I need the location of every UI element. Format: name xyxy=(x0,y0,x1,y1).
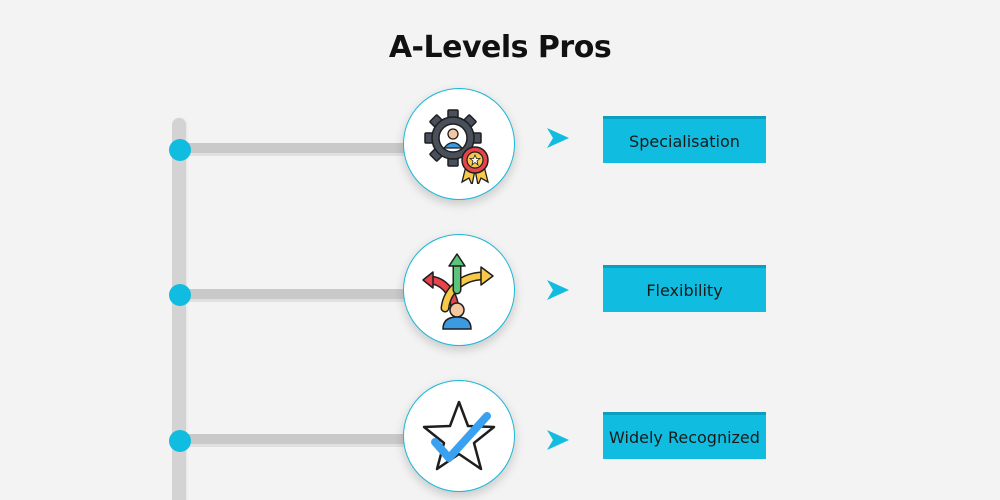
connector-arm-2 xyxy=(180,289,412,302)
star-checkmark-icon xyxy=(422,400,496,471)
icon-circle-3 xyxy=(403,380,515,492)
timeline-spine xyxy=(172,118,186,500)
item-label-3: Widely Recognized xyxy=(603,412,766,459)
connector-arm-3 xyxy=(180,434,412,447)
arrow-right-icon-1 xyxy=(547,128,569,148)
timeline-node-2 xyxy=(169,284,191,306)
gear-person-award-icon xyxy=(424,109,490,184)
item-label-2: Flexibility xyxy=(603,265,766,312)
item-label-1: Specialisation xyxy=(603,116,766,163)
timeline-node-3 xyxy=(169,430,191,452)
icon-circle-1 xyxy=(403,88,515,200)
timeline-node-1 xyxy=(169,139,191,161)
arrow-right-icon-2 xyxy=(547,280,569,300)
person-multiple-paths-icon xyxy=(422,253,494,330)
icon-circle-2 xyxy=(403,234,515,346)
connector-arm-1 xyxy=(180,143,412,156)
page-title: A-Levels Pros xyxy=(388,30,612,65)
arrow-right-icon-3 xyxy=(547,430,569,450)
